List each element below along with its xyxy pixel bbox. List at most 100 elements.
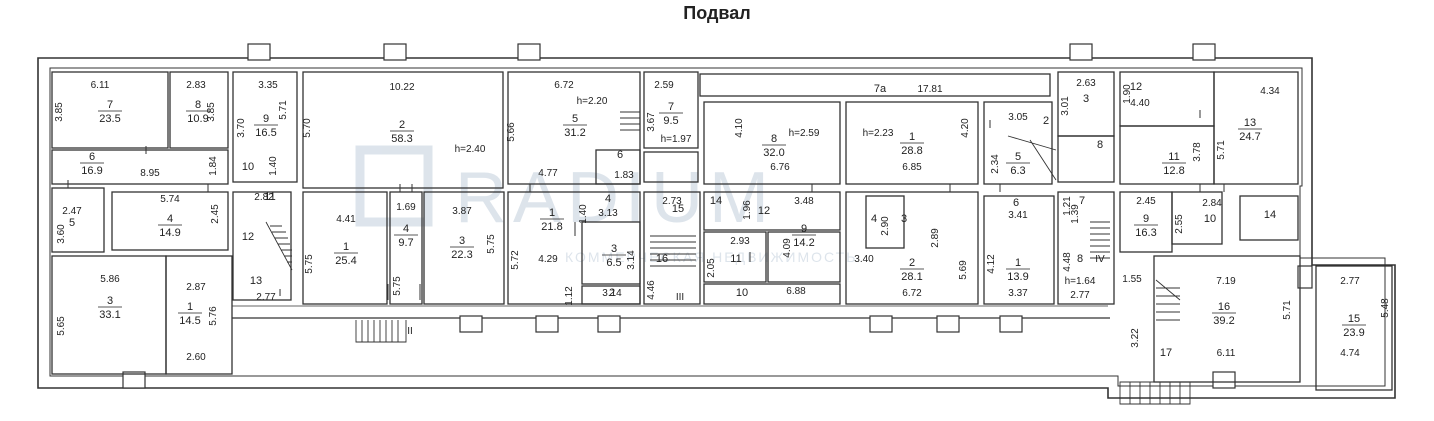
dimension-label: 5.70 <box>302 118 313 138</box>
outer-wall <box>37 57 1396 399</box>
room-area: 6.3 <box>1010 165 1025 177</box>
room-number: 2 <box>399 119 405 131</box>
dimension-label: 4.34 <box>1260 86 1280 97</box>
ceiling-height: h=1.97 <box>661 134 692 145</box>
dimension-label: 6.85 <box>902 162 922 173</box>
dimension-label: 4.46 <box>646 280 657 300</box>
room-number: 1 <box>187 301 193 313</box>
room-number: 15 <box>672 203 684 215</box>
room-number: 13 <box>250 275 262 287</box>
dimension-label: 2.60 <box>186 352 206 363</box>
dimension-label: 5.71 <box>278 100 289 120</box>
dimension-label: 5.69 <box>958 260 969 280</box>
dimension-label: 1.83 <box>614 170 634 181</box>
dimension-label: 3.60 <box>56 224 67 244</box>
dimension-label: 2.63 <box>1076 78 1096 89</box>
watermark-logo <box>355 145 433 227</box>
dimension-label: 6.72 <box>902 288 922 299</box>
room-number: 8 <box>1077 253 1083 265</box>
room-number: 8 <box>195 99 201 111</box>
room-number: 12 <box>758 205 770 217</box>
room-number: 12 <box>1130 81 1142 93</box>
dimension-label: 3.01 <box>1060 96 1071 116</box>
dimension-label: 3.22 <box>1130 328 1141 348</box>
dimension-label: 1.84 <box>208 156 219 176</box>
dimension-label: 2.55 <box>1174 214 1185 234</box>
dimension-label: 5.71 <box>1282 300 1293 320</box>
room-number: 15 <box>1348 313 1360 325</box>
room-number: 14 <box>1264 209 1276 221</box>
room-area: 33.1 <box>99 309 120 321</box>
room-area: 16.9 <box>81 165 102 177</box>
dimension-label: 6.11 <box>1217 348 1236 359</box>
dimension-label: 3.41 <box>1008 210 1028 221</box>
dimension-label: 1.39 <box>1070 204 1081 224</box>
room-number: 8 <box>771 133 777 145</box>
room-number: 6 <box>1013 197 1019 209</box>
dimension-label: 3.13 <box>598 208 618 219</box>
light-wells <box>122 43 1313 389</box>
room-number: 17 <box>1160 347 1172 359</box>
room-area: 9.7 <box>398 237 413 249</box>
dimension-label: 3.14 <box>626 250 637 270</box>
dimension-label: 2.47 <box>62 206 82 217</box>
doors <box>67 110 1225 300</box>
room-number: 4 <box>167 213 173 225</box>
dimension-label: 6.76 <box>770 162 790 173</box>
room-number: 7 <box>668 101 674 113</box>
dimension-label: 5.71 <box>1216 140 1227 160</box>
room-number: 3 <box>459 235 465 247</box>
dimension-label: 2.90 <box>880 216 891 236</box>
room-area: 16.3 <box>1135 227 1156 239</box>
dimension-label: 3.87 <box>452 206 472 217</box>
room-area: 16.5 <box>255 127 276 139</box>
room-number: 7 <box>107 99 113 111</box>
dimension-label: 5.75 <box>392 276 403 296</box>
room-number: 10 <box>736 287 748 299</box>
dimension-label: 6.88 <box>786 286 806 297</box>
room-number: 9 <box>801 223 807 235</box>
ceiling-height: h=1.64 <box>1065 276 1096 287</box>
dimension-label: 8.95 <box>140 168 160 179</box>
dimension-label: 2.59 <box>654 80 674 91</box>
dimension-label: 4.10 <box>734 118 745 138</box>
room-number: 8 <box>1097 139 1103 151</box>
dimension-label: 4.40 <box>1130 98 1150 109</box>
stair-mark: II <box>407 326 413 337</box>
dimension-label: 4.41 <box>336 214 356 225</box>
dimension-label: 3.70 <box>236 118 247 138</box>
dimension-label: 5.65 <box>56 316 67 336</box>
room-number: 7а <box>874 83 887 95</box>
dimension-label: 1.69 <box>396 202 416 213</box>
dimension-label: 5.72 <box>510 250 521 270</box>
ceiling-height: h=2.23 <box>863 128 894 139</box>
room-area: 22.3 <box>451 249 472 261</box>
dimension-label: 3.14 <box>602 288 622 299</box>
room-number: 9 <box>1143 213 1149 225</box>
room-area: 13.9 <box>1007 271 1028 283</box>
room-number: 5 <box>69 217 75 229</box>
dimension-label: 3.40 <box>854 254 874 265</box>
dimension-label: 1.90 <box>1122 84 1133 104</box>
dimension-label: 1.21 <box>1062 196 1073 216</box>
room-area: 10.9 <box>187 113 208 125</box>
room-number: 16 <box>656 253 668 265</box>
dimension-label: 6.11 <box>91 80 110 91</box>
dimension-label: 2.82 <box>254 192 274 203</box>
room-number: 12 <box>242 231 254 243</box>
dimension-label: 2.83 <box>186 80 206 91</box>
room-area: 23.9 <box>1343 327 1364 339</box>
dimension-label: 1.40 <box>578 204 589 224</box>
dimension-label: 2.45 <box>1136 196 1156 207</box>
dimension-label: 2.73 <box>662 196 682 207</box>
dimension-label: 2.93 <box>730 236 750 247</box>
dimension-label: 5.75 <box>486 234 497 254</box>
room-number: 2 <box>609 287 615 299</box>
partitions <box>51 71 1393 391</box>
room-number: 3 <box>1083 93 1089 105</box>
room-number: 4 <box>605 193 611 205</box>
dimension-label: 10.22 <box>389 82 414 93</box>
stair-mark: I <box>279 288 282 299</box>
